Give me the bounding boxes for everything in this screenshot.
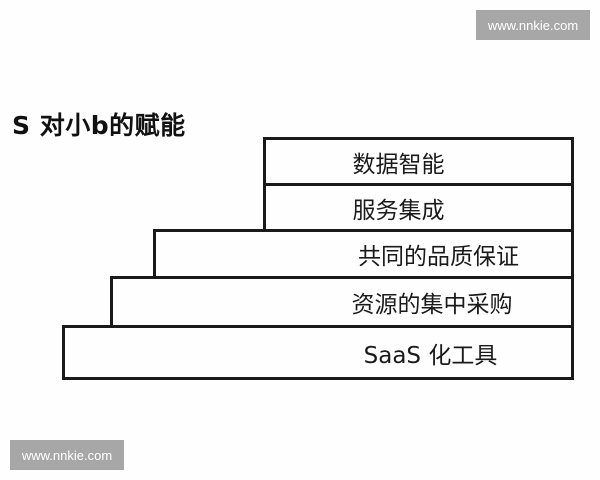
step-label: 服务集成 — [352, 197, 445, 224]
step-centralized-procurement: 资源的集中采购 — [110, 276, 574, 328]
step-label: 资源的集中采购 — [351, 292, 513, 318]
step-label: SaaS 化工具 — [363, 342, 498, 369]
watermark-top: www.nnkie.com — [476, 10, 590, 40]
step-label: 共同的品质保证 — [358, 244, 519, 270]
step-label: 数据智能 — [352, 151, 445, 178]
step-data-intelligence: 数据智能 — [263, 137, 574, 186]
diagram-title: S 对小b的赋能 — [12, 111, 186, 140]
watermark-bottom: www.nnkie.com — [10, 440, 124, 470]
step-service-integration: 服务集成 — [263, 183, 574, 232]
step-saas-tools: SaaS 化工具 — [62, 325, 574, 380]
step-quality-assurance: 共同的品质保证 — [153, 229, 574, 279]
